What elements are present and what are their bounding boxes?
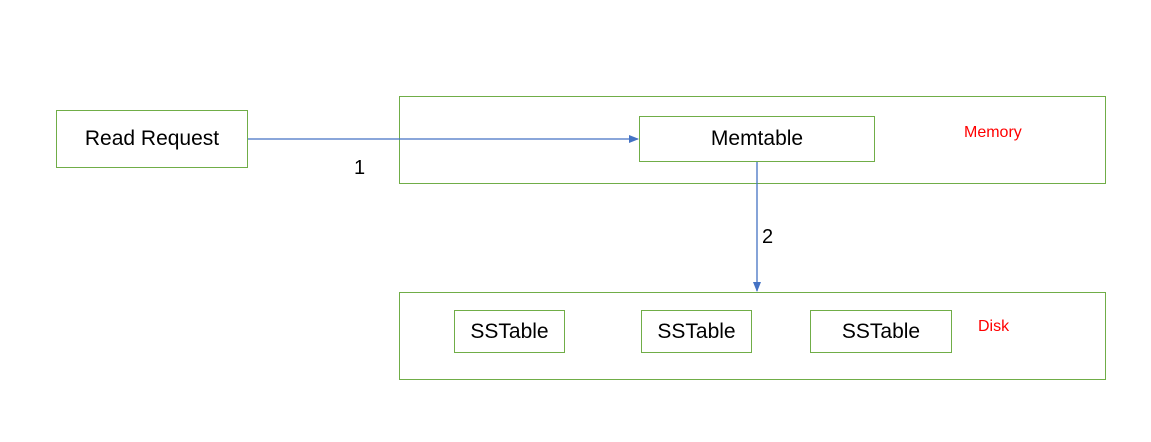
sstable-label-2: SSTable <box>657 319 736 343</box>
sstable-label-3: SSTable <box>841 319 921 343</box>
sstable-label-1: SSTable <box>470 319 549 343</box>
disk-region-label: Disk <box>978 318 1010 335</box>
edge-label-1: 1 <box>354 157 366 179</box>
memtable-node: Memtable <box>639 116 875 162</box>
sstable-node-3: SSTable <box>810 310 952 353</box>
sstable-node-2: SSTable <box>641 310 752 353</box>
read-request-node: Read Request <box>56 110 248 168</box>
read-request-label: Read Request <box>84 127 220 150</box>
memtable-label: Memtable <box>710 127 804 150</box>
memory-region-label: Memory <box>964 124 1022 141</box>
edge-label-2: 2 <box>762 226 774 248</box>
sstable-node-1: SSTable <box>454 310 565 353</box>
